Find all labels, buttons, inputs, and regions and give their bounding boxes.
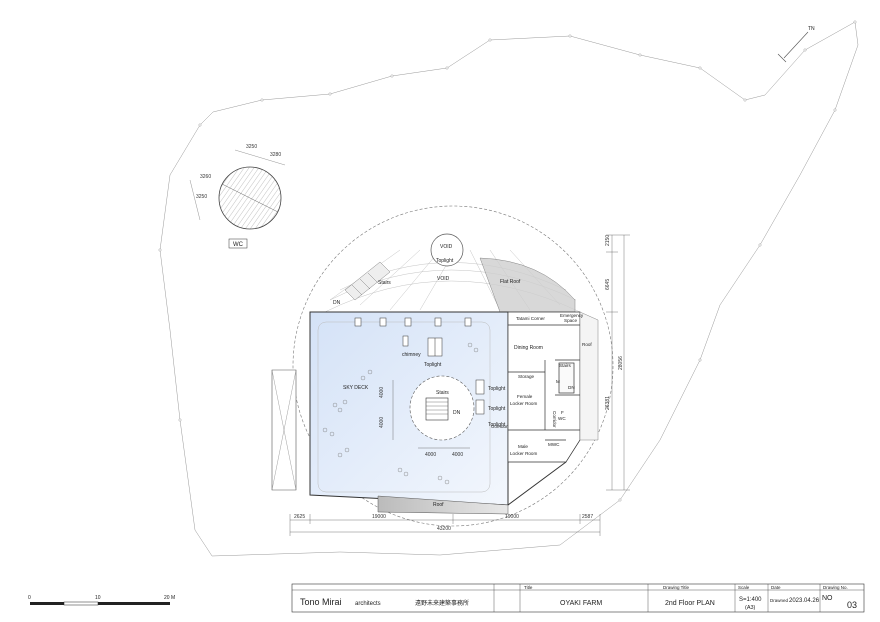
dining-label: Dining Room (514, 345, 543, 351)
north-arrow-label: TN (808, 26, 815, 32)
bottom-dim-4: 2587 (582, 514, 593, 520)
female-label-1: Female (517, 394, 533, 399)
wc-dim-2: 3280 (270, 152, 281, 158)
inner-dim-2: 4000 (379, 417, 385, 428)
deck-furniture (322, 342, 479, 485)
right-dim-3: 28056 (618, 356, 624, 370)
project-title: OYAKI FARM (560, 600, 602, 607)
corridor-v-label: Corridor (552, 411, 557, 428)
central-stair (425, 397, 449, 421)
h-date: Date (771, 585, 781, 590)
toplight-3 (475, 399, 485, 415)
office-suffix: architects (355, 601, 381, 607)
scale-label-0: 0 (28, 595, 31, 601)
site-boundary (159, 21, 859, 557)
inner-dim-3: 4000 (425, 452, 436, 458)
scale-label-10: 10 (95, 595, 101, 601)
toplight-top-label: Toplight (436, 258, 454, 264)
stairs-right-label: Stairs (559, 363, 571, 368)
mwc-label: MWC (548, 442, 560, 447)
bottom-dim-total: 43200 (437, 526, 451, 532)
storage-label: Storage (518, 374, 535, 379)
wc-dim-3: 3260 (200, 174, 211, 180)
wc-room-label: WC (558, 416, 566, 421)
sky-deck-inner (317, 321, 491, 493)
toplight-2-label: Toplight (488, 386, 506, 392)
dn-right-label: DN (568, 385, 575, 390)
right-dim-1: 2150 (605, 235, 611, 246)
left-stairs (344, 261, 391, 301)
stairs-left-label: Stairs (378, 280, 391, 286)
site-boundary-points (158, 20, 857, 502)
inner-dimensions: 4000 4000 4000 4000 (379, 380, 470, 458)
male-label-1: Male (518, 444, 528, 449)
stairs-center-label: Stairs (436, 390, 449, 396)
drawing-number: 03 (847, 600, 857, 610)
void-top-label: VOID (440, 244, 453, 250)
void-mid-label: VOID (437, 276, 450, 282)
male-label-2: Locker Room (510, 451, 537, 456)
scale-value: S=1:400 (739, 597, 762, 603)
f-label: F (561, 410, 564, 415)
flat-roof-label: Flat Roof (500, 279, 521, 285)
toplight-1-label: Toplight (424, 362, 442, 368)
toplight-2 (475, 379, 485, 395)
bottom-dimensions: 2625 19000 19000 2587 43200 (289, 514, 601, 536)
scale-bar: 0 10 20 M (28, 595, 175, 606)
h-title: Title (524, 585, 533, 590)
emergency-label-1: Emergency (560, 313, 584, 318)
h-drawing-no: Drawing No. (823, 585, 848, 590)
central-stair-treads (426, 401, 448, 415)
right-roof (579, 311, 599, 441)
sky-deck-label: SKY DECK (343, 385, 369, 391)
bottom-roof (377, 495, 509, 515)
roof-right-label: Roof (582, 342, 592, 347)
bottom-dim-2: 19000 (372, 514, 386, 520)
inner-dim-1: 4000 (379, 387, 385, 398)
right-dimensions: 2150 6645 28056 26381 (605, 235, 630, 491)
wc-dim-4: 3250 (196, 194, 207, 200)
bottom-dim-1: 2625 (294, 514, 305, 520)
m-label: M (556, 379, 560, 384)
corridor-h-label: Corridor (491, 424, 508, 429)
female-label-2: Locker Room (510, 401, 537, 406)
h-scale: Scale (738, 585, 750, 590)
dn-center-label: DN (453, 410, 461, 416)
roof-bottom-label: Roof (433, 502, 444, 508)
date-value: 2023.04.26 (789, 598, 820, 604)
no-label: NO (822, 595, 833, 602)
wc-dim-1: 3250 (246, 144, 257, 150)
paper-size: (A3) (745, 605, 756, 611)
emergency-label-2: Space (564, 318, 577, 323)
void-top (430, 233, 464, 267)
right-dim-4: 26381 (605, 396, 611, 410)
dn-left-label: DN (333, 300, 341, 306)
building-outline-circle (292, 205, 614, 527)
toplight-3-label: Toplight (488, 406, 506, 412)
toplight-4-label: Toplight (488, 422, 506, 428)
chimney-label: chimney (402, 352, 421, 358)
service-block (507, 311, 581, 463)
title-block: Tono Mirai architects 遠野未来建築事務所 Title OY… (291, 583, 865, 613)
office-jp: 遠野未来建築事務所 (415, 599, 469, 607)
outbuilding-wc: 3250 3280 3260 3250 WC (189, 144, 286, 249)
tatami-label: Tatami Corner (516, 316, 545, 321)
drawn-label: Drawned (770, 598, 789, 603)
chimney (402, 335, 409, 347)
right-dim-2: 6645 (605, 279, 611, 290)
inner-dim-4: 4000 (452, 452, 463, 458)
drawing-title: 2nd Floor PLAN (665, 600, 715, 607)
scale-label-20: 20 M (164, 595, 175, 601)
bottom-dim-3: 19000 (505, 514, 519, 520)
north-arrow: TN (777, 26, 815, 63)
bottom-right-wall (507, 461, 567, 506)
flat-roof (479, 257, 576, 313)
toplight-row (354, 317, 472, 327)
office-name: Tono Mirai (300, 597, 342, 607)
wc-label: WC (233, 242, 244, 248)
h-drawing-title: Drawing Title (663, 585, 690, 590)
